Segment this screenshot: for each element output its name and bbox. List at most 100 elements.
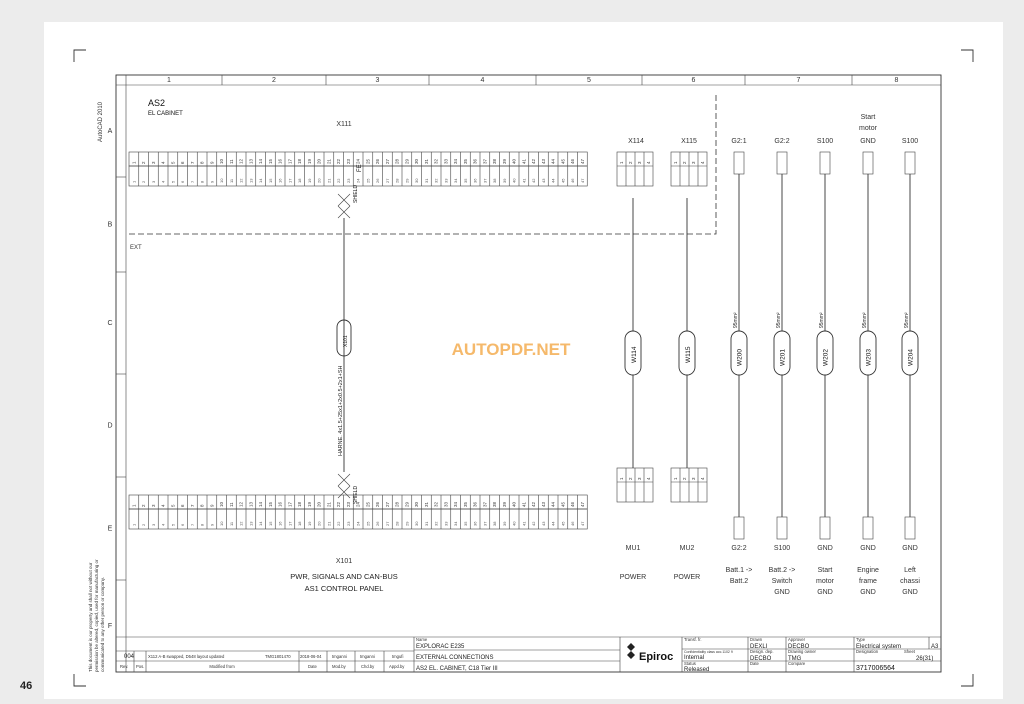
page-number: 46 [20,680,33,692]
terminal-wire-number: 8 [200,180,205,183]
terminal-number: 43 [541,158,546,164]
terminal-number: 20 [317,158,322,164]
terminal-wire-number: 25 [365,521,370,526]
lower-strip-name: X101 [336,558,352,565]
terminal-number: 1 [673,161,678,164]
terminal-number: 1 [619,477,624,480]
terminal-wire-number: 2 [141,180,146,183]
line-bottom-desc: Batt.2 [730,578,748,585]
terminal-wire-number: 14 [258,521,263,526]
terminal-number: 2 [682,161,687,164]
terminal-wire-number: 13 [248,521,253,526]
rev-tmg: TMG1801470 [265,654,291,659]
terminal-number: 37 [482,158,487,164]
line-bottom-desc: GND [774,589,790,596]
lower-terminal-strip: 1122334455667788991010111112121313141415… [128,494,588,530]
terminal-wire-number: 42 [531,178,536,183]
design-label: Design. dep. [750,649,774,654]
terminal-number: 32 [434,158,439,164]
terminal-number: 40 [512,158,517,164]
shield-marker-upper: SHIELD [353,185,359,203]
terminal-wire-number: 13 [248,178,253,183]
terminal-number: 25 [365,501,370,507]
terminal-wire-number: 27 [385,178,390,183]
terminal-number: 26 [375,158,380,164]
terminal-number: 3 [691,161,696,164]
terminal-number: 34 [453,158,458,164]
terminal-number: 6 [180,161,185,164]
status-value: Released [684,667,709,673]
fe-marker: FE [357,164,363,172]
terminal-number: 39 [502,501,507,507]
x115-name: X115 [681,138,697,145]
terminal-wire-number: 40 [512,521,517,526]
terminal-number: 47 [580,158,585,164]
terminal-wire-number: 22 [336,178,341,183]
terminal-wire-number: 7 [190,180,195,183]
terminal-wire-number: 44 [551,521,556,526]
line-bottom-desc: Start [818,567,833,574]
terminal-wire-number: 30 [414,178,419,183]
terminal-wire-number: 22 [336,521,341,526]
line-bottom-label: GND [860,545,876,552]
terminal-number: 4 [646,161,651,164]
transf-label: Transf. fr. [684,637,702,642]
terminal-wire-number: 38 [492,178,497,183]
line-cable-size: 95mm² [862,312,868,328]
terminal-number: 29 [404,158,409,164]
autocad-note: AutoCAD 2010 [98,101,104,142]
rev-number: 004 [124,654,135,660]
terminal-number: 36 [473,501,478,507]
w114-cable-label: W114 [631,346,638,363]
terminal-number: 31 [424,158,429,164]
terminal-number: 11 [229,159,234,164]
terminal-wire-number: 3 [151,180,156,183]
terminal-number: 44 [551,501,556,507]
terminal-wire-number: 16 [278,521,283,526]
terminal-number: 12 [239,158,244,164]
terminal-number: 2 [628,161,633,164]
row-label: F [108,623,112,630]
terminal-wire-number: 29 [404,521,409,526]
terminal-number: 40 [512,501,517,507]
line-top-label: G2:2 [774,138,789,145]
terminal-number: 1 [619,161,624,164]
terminal-wire-number: 31 [424,178,429,183]
terminal-number: 24 [356,158,361,164]
compare-label: Compare [788,661,806,666]
line-cable-size: 95mm² [904,312,910,328]
designation-label: Designation [856,649,879,654]
ext-label: EXT [130,245,142,251]
terminal-wire-number: 28 [395,178,400,183]
terminal-number: 46 [570,501,575,507]
terminal-wire-number: 6 [180,523,185,526]
terminal-wire-number: 33 [443,178,448,183]
terminal-number: 33 [443,158,448,164]
terminal-number: 13 [248,501,253,507]
terminal-number: 3 [637,477,642,480]
terminal-number: 15 [268,158,273,164]
line-bottom-desc: frame [859,578,877,585]
terminal-number: 27 [385,158,390,164]
terminal-wire-number: 10 [219,178,224,183]
line-bottom-desc: GND [902,589,918,596]
terminal-wire-number: 28 [395,521,400,526]
terminal-wire-number: 41 [521,521,526,526]
terminal-number: 2 [141,504,146,507]
terminal-number: 42 [531,158,536,164]
line-bottom-desc: chassi [900,578,920,585]
terminal-wire-number: 21 [326,178,331,183]
title-block: 004 X112 A-B swapped, D548 layout update… [116,636,941,673]
terminal-wire-number: 39 [502,178,507,183]
mu2-function: POWER [674,574,700,581]
terminal-number: 30 [414,158,419,164]
terminal-number: 27 [385,501,390,507]
terminal-wire-number: 23 [346,521,351,526]
terminal-wire-number: 44 [551,178,556,183]
terminal-number: 21 [326,158,331,164]
